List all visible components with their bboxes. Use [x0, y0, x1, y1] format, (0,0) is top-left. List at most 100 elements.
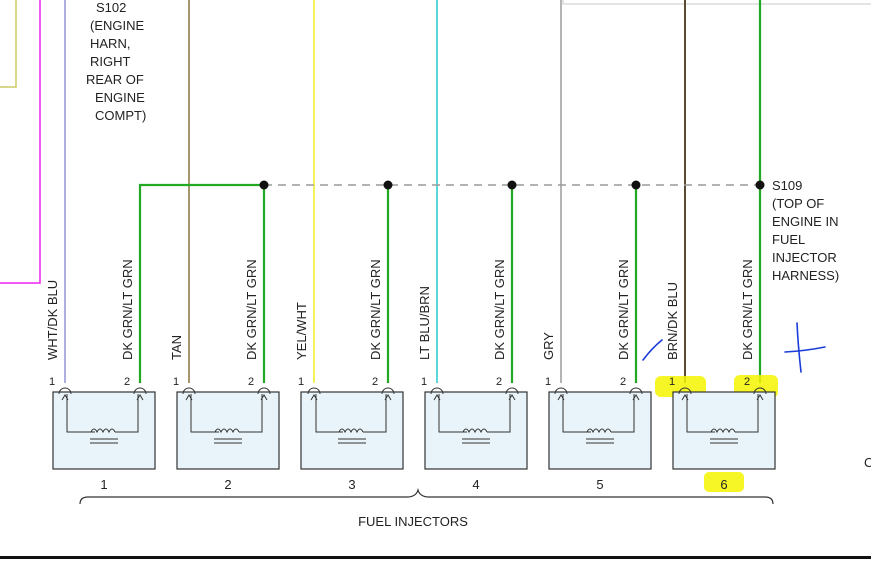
fuel-injectors-label: FUEL INJECTORS [358, 514, 468, 529]
splice-dots [259, 180, 765, 190]
wire-dk-grn-lt-grn-feed [138, 183, 264, 383]
s102-line: REAR OF [86, 72, 144, 87]
injector-lead [686, 394, 715, 433]
wire-color-label: DK GRN/LT GRN [120, 259, 135, 360]
wire-color-label: DK GRN/LT GRN [616, 259, 631, 360]
pin-terminal-icon [554, 387, 568, 395]
pen-annotation-cross [784, 346, 826, 353]
fuel-injector-1: 1 2 WHT/DK BLU DK GRN/LT GRN 1 [45, 259, 156, 492]
pin-terminal-icon [58, 387, 72, 395]
pin-2-label: 2 [496, 376, 502, 388]
injector-number: 4 [472, 477, 479, 492]
olive-wire-left [0, 0, 17, 88]
pin-terminal-icon [307, 387, 321, 395]
wire-color-label: DK GRN/LT GRN [368, 259, 383, 360]
injector-lead [487, 394, 511, 433]
injector-lead [115, 394, 139, 433]
pin-1-label: 1 [49, 376, 55, 388]
pen-annotation-mark [642, 339, 663, 361]
splice-dot [259, 180, 269, 190]
s109-line: ENGINE IN [772, 214, 838, 229]
injector-lead [66, 394, 95, 433]
pin-2-label: 2 [744, 376, 750, 388]
pin-arrow-icon [433, 394, 441, 401]
pin-terminal-icon [629, 387, 643, 395]
bottom-rule [0, 556, 871, 559]
splice-dot [631, 180, 641, 190]
solenoid-coil-icon [462, 428, 488, 434]
s102-line: COMPT) [95, 108, 146, 123]
s109-line: FUEL [772, 232, 805, 247]
pin-1-label: 1 [298, 376, 304, 388]
pin-arrow-icon [557, 394, 565, 401]
pin-arrow-icon [632, 394, 640, 401]
solenoid-coil-icon [90, 428, 116, 434]
s102-line: ENGINE [95, 90, 145, 105]
fuel-injector-3: 1 2 YEL/WHT DK GRN/LT GRN 3 [294, 259, 404, 492]
pin-arrow-icon [260, 394, 268, 401]
magenta-wire-left [0, 0, 41, 284]
solenoid-coil-icon [586, 428, 612, 434]
pin-arrow-icon [384, 394, 392, 401]
solenoid-coil-icon [338, 428, 364, 434]
pin-arrow-icon [756, 394, 764, 401]
splice-dot-s109 [755, 180, 765, 190]
s102-line: HARN, [90, 36, 130, 51]
pin-arrow-icon [61, 394, 69, 401]
pin-arrow-icon [508, 394, 516, 401]
injector-number: 1 [100, 477, 107, 492]
pen-annotation-cross [796, 322, 802, 373]
wire-color-label: WHT/DK BLU [45, 280, 60, 360]
pin-arrow-icon [136, 394, 144, 401]
pin-2-label: 2 [620, 376, 626, 388]
injector-lead [315, 394, 343, 433]
pin-arrow-icon [185, 394, 193, 401]
s109-line: (TOP OF [772, 196, 824, 211]
pin-2-label: 2 [124, 376, 130, 388]
s102-line: (ENGINE [90, 18, 145, 33]
splice-dot [507, 180, 517, 190]
signal-wires [64, 0, 686, 383]
wire-color-label: BRN/DK BLU [665, 282, 680, 360]
pin-terminal-icon [182, 387, 196, 395]
injector-lead [190, 394, 219, 433]
s109-line: S109 [772, 178, 802, 193]
injector-lead [611, 394, 635, 433]
pin-terminal-icon [133, 387, 147, 395]
wire-color-label: LT BLU/BRN [417, 286, 432, 360]
pin-1-label: 1 [669, 376, 675, 388]
s102-line: RIGHT [90, 54, 131, 69]
s109-line: INJECTOR [772, 250, 837, 265]
pin-terminal-icon [753, 387, 767, 395]
wire-color-label: DK GRN/LT GRN [740, 259, 755, 360]
injector-lead [239, 394, 263, 433]
pin-2-label: 2 [372, 376, 378, 388]
pin-terminal-icon [678, 387, 692, 395]
wire-color-label: GRY [541, 332, 556, 360]
s109-line: HARNESS) [772, 268, 839, 283]
power-feed-wires [138, 0, 762, 383]
pin-arrow-icon [681, 394, 689, 401]
injector-lead [438, 394, 467, 433]
pin-arrow-icon [310, 394, 318, 401]
injector-group: 1 2 WHT/DK BLU DK GRN/LT GRN 1 1 2 TAN DK GRN/LT… [45, 259, 776, 492]
splice-s109-note: S109 (TOP OF ENGINE IN FUEL INJECTOR HAR… [772, 178, 842, 283]
wire-color-label: YEL/WHT [294, 302, 309, 360]
splice-s102-note: S102 (ENGINE HARN, RIGHT REAR OF ENGINE … [86, 0, 148, 123]
highlight-injector6-number [704, 472, 744, 492]
injector-number: 3 [348, 477, 355, 492]
pin-1-label: 1 [173, 376, 179, 388]
s102-line: S102 [96, 0, 126, 15]
wire-color-label: TAN [169, 335, 184, 360]
solenoid-coil-icon [710, 428, 736, 434]
injector-lead [562, 394, 591, 433]
injectors-bracket [79, 487, 774, 505]
pin-2-label: 2 [248, 376, 254, 388]
pin-terminal-icon [381, 387, 395, 395]
solenoid-coil-icon [214, 428, 240, 434]
injector-lead [363, 394, 387, 433]
